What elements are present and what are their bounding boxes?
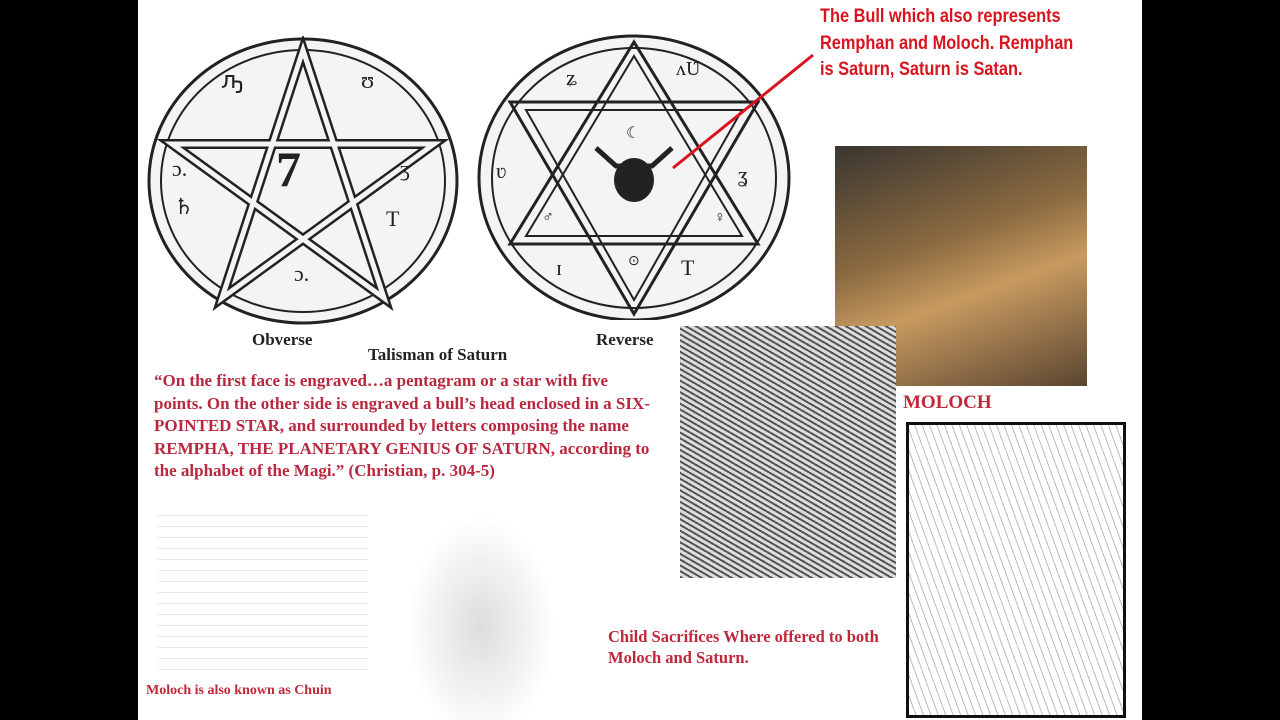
- moloch-child-drawing-image: [406, 515, 556, 720]
- reverse-label: Reverse: [596, 330, 654, 349]
- svg-text:ʌƲ: ʌƲ: [676, 58, 700, 80]
- sacrifice-caption: Child Sacrifices Where offered to both M…: [608, 627, 879, 667]
- talisman-title: Talisman of Saturn: [368, 345, 508, 364]
- svg-text:♂: ♂: [542, 209, 554, 226]
- chuin-caption: Moloch is also known as Chuin: [146, 683, 332, 698]
- svg-text:7: 7: [276, 141, 301, 197]
- svg-text:ʑ: ʑ: [566, 65, 577, 90]
- svg-text:☾: ☾: [626, 125, 640, 142]
- svg-text:ʒ: ʒ: [400, 156, 410, 181]
- svg-text:ɪ: ɪ: [556, 255, 562, 280]
- moloch-label: MOLOCH: [903, 392, 992, 413]
- svg-text:ʊ: ʊ: [361, 68, 374, 94]
- svg-text:⊙: ⊙: [628, 254, 640, 269]
- svg-text:♄: ♄: [174, 194, 194, 219]
- svg-text:T: T: [386, 206, 400, 231]
- pentagram-seal: 7 ԡ ʊ ɔ. ♄ ʒT ɔ.: [147, 36, 459, 325]
- sacrifice-engraving-image: [680, 326, 896, 578]
- obverse-label: Obverse: [252, 330, 313, 349]
- callout-line: [672, 53, 814, 170]
- quote-text: “On the first face is engraved…a pentagr…: [154, 371, 650, 480]
- svg-text:ԡ: ԡ: [221, 68, 243, 94]
- svg-text:ʓ: ʓ: [738, 162, 748, 187]
- svg-text:ʋ: ʋ: [496, 158, 506, 183]
- hexagram-seal: ʑ ʌƲ ʋ ʓ ɪ T ☾ ⊙ ♂ ♀: [477, 34, 791, 320]
- svg-text:ɔ.: ɔ.: [172, 156, 187, 181]
- svg-text:ɔ.: ɔ.: [294, 261, 309, 286]
- svg-text:♀: ♀: [714, 209, 726, 226]
- svg-text:T: T: [681, 255, 695, 280]
- chuin-drawing-image: [158, 515, 368, 680]
- saturn-woodcut-image: [906, 422, 1126, 718]
- callout-text: The Bull which also represents Remphan a…: [820, 6, 1074, 80]
